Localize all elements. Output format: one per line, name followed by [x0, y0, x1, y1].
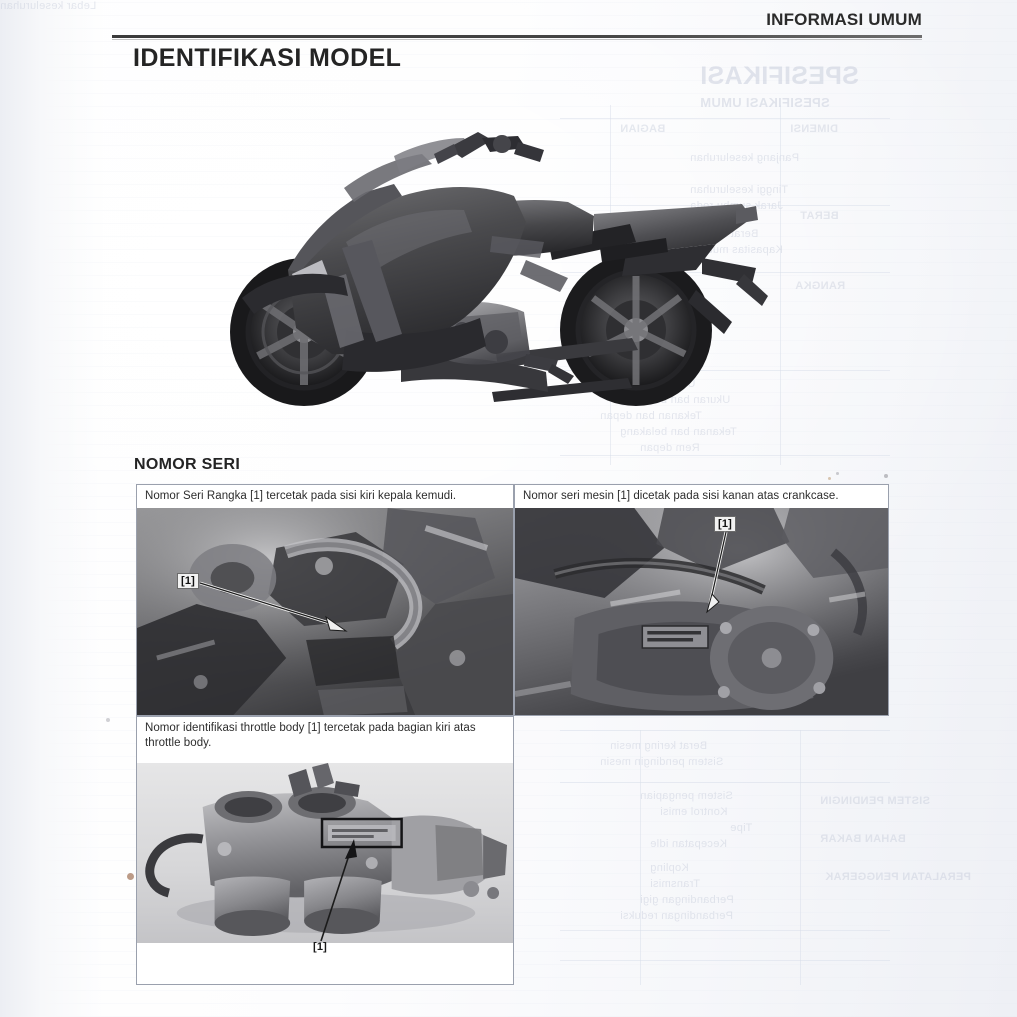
- page-header-title: INFORMASI UMUM: [766, 10, 922, 29]
- crankcase-engine-serial-photo: [515, 508, 888, 715]
- scan-speck: [836, 472, 839, 475]
- scan-speck: [127, 873, 134, 880]
- callout-leader-line: [706, 531, 750, 614]
- header-rule-thin: [112, 39, 922, 40]
- bleed-line: Tekanan ban belakang: [620, 426, 737, 438]
- bleed-heading: SPESIFIKASI: [700, 62, 859, 90]
- callout-label-1: [1]: [313, 941, 328, 953]
- panel-engine-serial: Nomor seri mesin [1] dicetak pada sisi k…: [514, 484, 889, 716]
- callout-leader-line: [199, 581, 350, 637]
- callout-leader-line: [320, 837, 361, 943]
- bleed-line: Rem depan: [640, 442, 700, 454]
- bleed-line: Lebar keseluruhan: [0, 0, 97, 12]
- panel-frame-serial: Nomor Seri Rangka [1] tercetak pada sisi…: [136, 484, 514, 716]
- callout-label-1: [1]: [177, 573, 200, 589]
- page-title: IDENTIFIKASI MODEL: [133, 44, 402, 72]
- panel-throttle-body-id: Nomor identifikasi throttle body [1] ter…: [136, 716, 514, 985]
- serial-number-table: Nomor Seri Rangka [1] tercetak pada sisi…: [136, 484, 889, 985]
- scan-speck: [828, 477, 831, 480]
- panel-caption: Nomor seri mesin [1] dicetak pada sisi k…: [523, 490, 839, 502]
- section-title: NOMOR SERI: [134, 456, 241, 473]
- header-rule: [112, 35, 922, 38]
- page-edge-shadow: [0, 0, 104, 1017]
- panel-caption: Nomor identifikasi throttle body [1] ter…: [145, 722, 476, 749]
- throttle-body-identification-photo: [137, 763, 513, 943]
- panel-caption: Nomor Seri Rangka [1] tercetak pada sisi…: [145, 490, 457, 502]
- steering-head-frame-serial-photo: [137, 508, 513, 715]
- motorcycle-side-view-photo: [196, 92, 806, 422]
- scan-speck: [106, 718, 110, 722]
- callout-label-1: [1]: [714, 516, 737, 532]
- scan-speck: [884, 474, 888, 478]
